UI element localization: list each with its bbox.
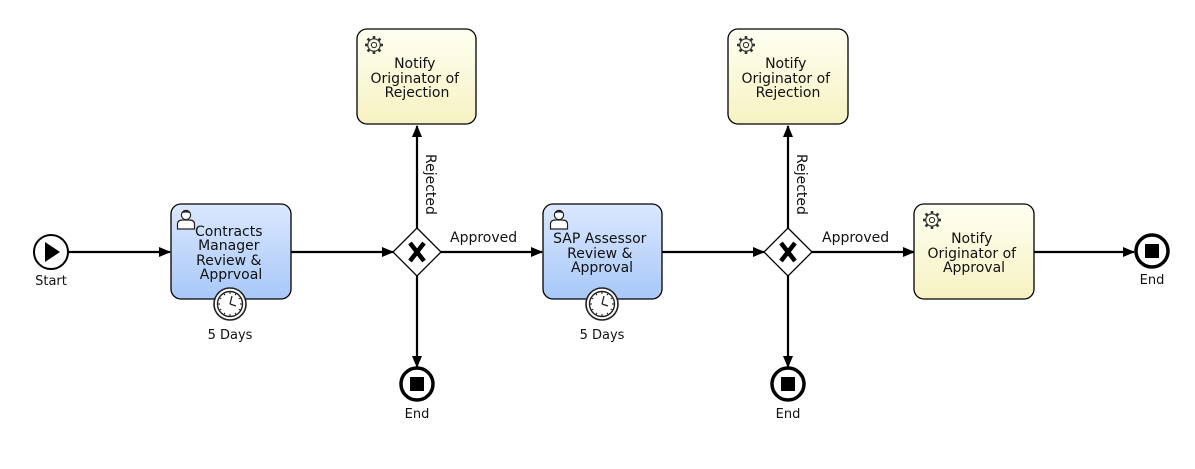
exclusive-gateway-2[interactable] — [763, 227, 813, 277]
end-event-gw1-label: End — [405, 407, 430, 422]
timer-label-sap: 5 Days — [580, 328, 625, 343]
flow-label-gw1-rejected: Rejected — [422, 154, 438, 215]
task-notify-approval-label: Notify Originator of Approval — [927, 231, 1020, 276]
task-notify-approval[interactable]: Notify Originator of Approval — [913, 203, 1035, 300]
flow-label-gw2-approved: Approved — [822, 230, 889, 246]
flow-label-gw2-rejected: Rejected — [793, 154, 809, 215]
end-event-gw1[interactable] — [399, 366, 435, 402]
task-sap-assessor-label: SAP Assessor Review & Approval — [553, 231, 651, 276]
stop-icon — [1145, 244, 1159, 258]
task-notify-rejection-2-label: Notify Originator of Rejection — [741, 56, 834, 101]
exclusive-gateway-1[interactable] — [392, 227, 442, 277]
end-event-gw2[interactable] — [770, 366, 806, 402]
end-event-gw2-label: End — [776, 407, 801, 422]
task-notify-rejection-2[interactable]: Notify Originator of Rejection — [727, 28, 849, 125]
task-contracts-manager-label: Contracts Manager Review & Apprvoal — [195, 224, 267, 283]
flow-label-gw1-approved: Approved — [450, 230, 517, 246]
start-event-label: Start — [35, 274, 67, 289]
start-event[interactable] — [33, 234, 69, 270]
sequence-flows — [69, 125, 1135, 368]
stop-icon — [410, 377, 424, 391]
task-notify-rejection-1[interactable]: Notify Originator of Rejection — [356, 28, 477, 125]
timer-label-contracts: 5 Days — [208, 328, 253, 343]
x-icon — [408, 241, 426, 263]
end-event-final[interactable] — [1134, 233, 1170, 269]
clock-icon[interactable] — [585, 287, 619, 321]
task-sap-assessor-review[interactable]: SAP Assessor Review & Approval — [542, 203, 663, 300]
stop-icon — [781, 377, 795, 391]
task-contracts-manager-review[interactable]: Contracts Manager Review & Apprvoal — [170, 203, 292, 300]
x-icon — [779, 241, 797, 263]
play-icon — [45, 242, 60, 262]
end-event-final-label: End — [1140, 273, 1165, 288]
clock-icon[interactable] — [213, 287, 247, 321]
task-notify-rejection-1-label: Notify Originator of Rejection — [370, 56, 463, 101]
